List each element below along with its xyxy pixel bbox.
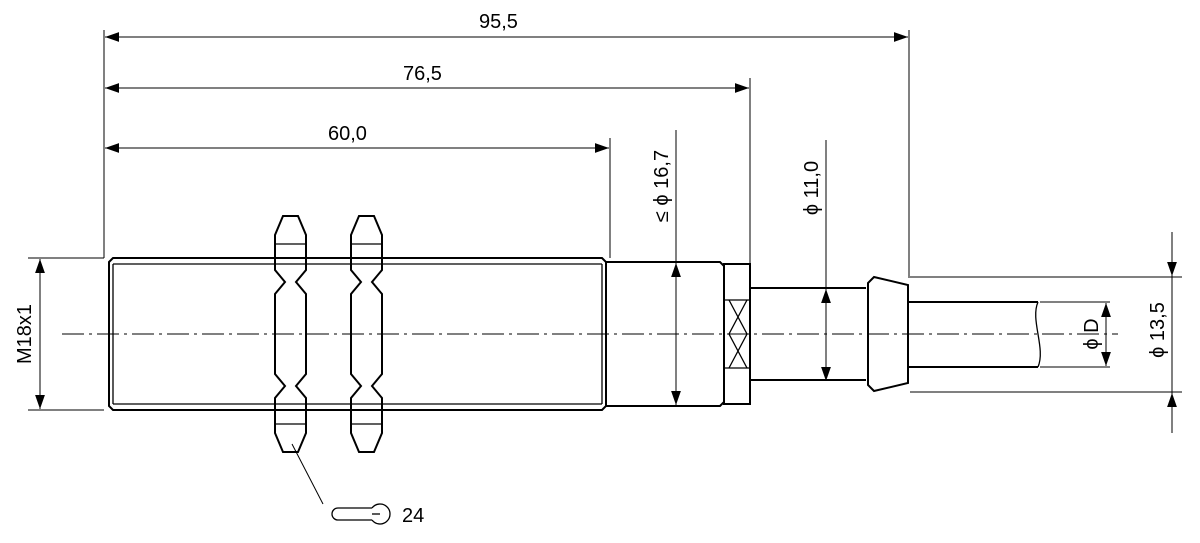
dimension-lines xyxy=(35,32,1177,433)
rear-body xyxy=(606,261,751,407)
neck-diameter-label: ϕ 11,0 xyxy=(801,161,823,215)
thread-size-label: M18x1 xyxy=(14,304,36,364)
overall-length-label: 95,5 xyxy=(479,11,518,33)
lock-nut-2 xyxy=(350,215,383,453)
max-diameter-label: ≤ ϕ 16,7 xyxy=(651,150,673,222)
wrench-icon xyxy=(331,503,391,525)
neck xyxy=(750,287,866,381)
cable-diameter-label: ϕ D xyxy=(1081,318,1103,349)
lock-nut-1 xyxy=(274,215,307,453)
thread-length-label: 60,0 xyxy=(328,123,367,145)
wrench-size-label: 24 xyxy=(402,505,424,527)
cable xyxy=(908,301,1041,368)
sleeve-diameter-label: ϕ 13,5 xyxy=(1147,302,1169,358)
wrench-callout: 24 xyxy=(291,443,424,527)
cable-sleeve xyxy=(867,275,909,393)
housing-length-label: 76,5 xyxy=(403,63,442,85)
extension-lines xyxy=(28,30,1182,411)
